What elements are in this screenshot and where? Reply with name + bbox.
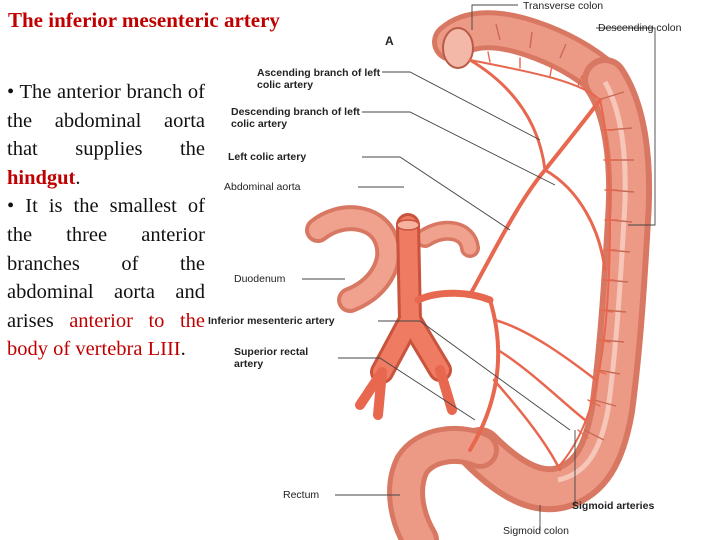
slide-title: The inferior mesenteric artery xyxy=(8,8,280,32)
bullet-1-text: • The anterior branch of the abdominal a… xyxy=(7,81,205,161)
rectum-fill xyxy=(392,431,494,540)
vasa-recta xyxy=(487,51,618,439)
bullet-text: • The anterior branch of the abdominal a… xyxy=(7,78,205,364)
label-descending-colon: Descending colon xyxy=(598,22,682,34)
marginal-artery xyxy=(469,59,611,466)
taenia-coli xyxy=(557,80,628,483)
label-transverse-colon: Transverse colon xyxy=(523,0,604,12)
transverse-colon-cut-end xyxy=(442,27,474,69)
superior-rectal-artery xyxy=(468,298,501,452)
ima-trunk xyxy=(414,289,494,304)
arteries xyxy=(355,51,618,472)
haustra-lines xyxy=(495,23,635,441)
label-sigmoid-colon: Sigmoid colon xyxy=(503,525,569,537)
ascending-branch-artery xyxy=(468,58,547,172)
abdominal-aorta-fill xyxy=(373,216,449,381)
aorta-cut-end xyxy=(396,219,420,231)
label-ascending-branch: Ascending branch of left colic artery xyxy=(257,67,381,91)
left-colic-artery xyxy=(468,98,602,297)
label-duodenum: Duodenum xyxy=(234,273,286,285)
label-superior-rectal-artery: Superior rectal artery xyxy=(234,346,309,370)
transverse-colon-fill xyxy=(437,15,620,95)
sigmoid-artery-1 xyxy=(493,318,598,382)
label-abdominal-aorta: Abdominal aorta xyxy=(224,181,301,193)
sigmoid-artery-2 xyxy=(496,348,587,422)
label-rectum: Rectum xyxy=(283,489,320,501)
colon-figure xyxy=(387,10,653,540)
descending-branch-artery xyxy=(543,168,607,272)
label-leader-lines xyxy=(302,4,656,531)
bullet-1: • The anterior branch of the abdominal a… xyxy=(7,78,205,192)
bullet-2: • It is the smallest of the three anteri… xyxy=(7,192,205,364)
label-left-colic-artery: Left colic artery xyxy=(228,151,307,163)
iliac-branches xyxy=(355,365,457,420)
bullet-1-suffix: . xyxy=(75,166,81,189)
bullet-1-highlight: hindgut xyxy=(7,166,76,189)
panel-letter: A xyxy=(385,34,394,48)
bullet-2-highlight: anterior to the body of vertebra LIII xyxy=(7,309,205,361)
sigmoid-artery-3 xyxy=(492,378,562,472)
bullet-2-text: • It is the smallest of the three anteri… xyxy=(7,195,205,332)
label-inferior-mesenteric-artery: Inferior mesenteric artery xyxy=(208,315,335,327)
duodenum-right-fill xyxy=(418,224,477,255)
duodenum-fill xyxy=(309,209,398,309)
label-sigmoid-arteries: Sigmoid arteries xyxy=(572,500,655,512)
label-descending-branch: Descending branch of left colic artery xyxy=(231,106,360,130)
bullet-2-suffix: . xyxy=(180,338,186,361)
